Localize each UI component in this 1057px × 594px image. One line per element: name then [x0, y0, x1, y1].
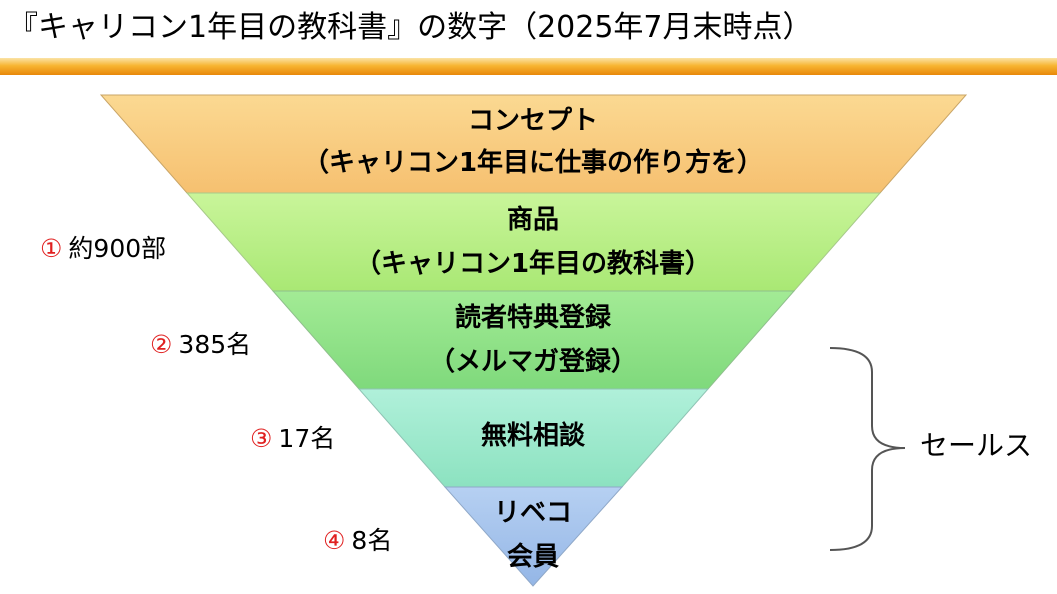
tier-2-title: 商品: [506, 205, 559, 235]
sales-bracket-label: セールス: [920, 429, 1033, 462]
side-label-3-number: ③: [250, 424, 273, 453]
side-label-4-number: ④: [323, 526, 346, 555]
side-label-3-value: 17名: [278, 424, 336, 453]
tier-2-label: 商品 （キャリコン1年目の教科書）: [355, 198, 711, 286]
tier-4-label: 無料相談: [481, 419, 585, 453]
side-label-2-value: 385名: [178, 330, 252, 359]
tier-1-subtitle: （キャリコン1年目に仕事の作り方を）: [302, 148, 764, 178]
funnel-tier-5: [443, 486, 624, 587]
sales-bracket: [829, 347, 906, 551]
side-label-2-number: ②: [150, 330, 173, 359]
tier-3-subtitle: （メルマガ登録）: [428, 347, 638, 377]
tier-5-subtitle: 会員: [506, 542, 560, 572]
tier-1-label: コンセプト （キャリコン1年目に仕事の作り方を）: [303, 100, 763, 184]
tier-4-title: 無料相談: [480, 421, 586, 451]
side-label-1-number: ①: [40, 234, 63, 263]
page-title: 『キャリコン1年目の教科書』の数字（2025年7月末時点）: [8, 10, 813, 45]
tier-3-label: 読者特典登録 （メルマガ登録）: [429, 296, 637, 384]
side-label-4-value: 8名: [351, 526, 393, 555]
tier-5-title: リベコ: [493, 498, 573, 528]
tier-1-title: コンセプト: [467, 106, 598, 136]
tier-5-label: リベコ 会員: [494, 491, 572, 579]
tier-2-subtitle: （キャリコン1年目の教科書）: [354, 249, 712, 279]
tier-3-title: 読者特典登録: [454, 303, 612, 333]
side-label-1-value: 約900部: [68, 234, 167, 263]
title-underline-bar: [0, 58, 1057, 75]
